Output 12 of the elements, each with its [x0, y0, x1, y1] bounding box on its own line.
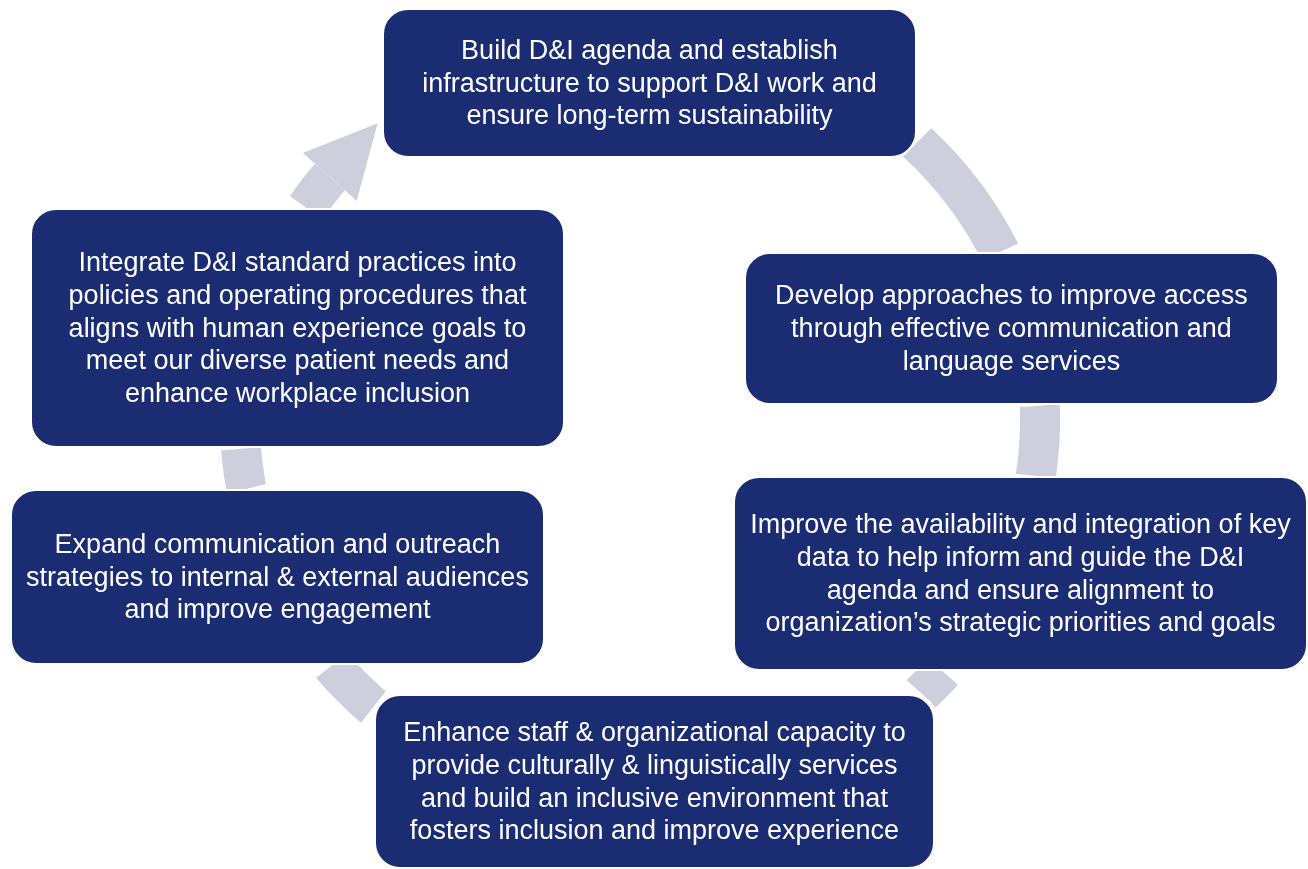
step-text: Develop approaches to improve access through effective communication and language services	[774, 279, 1249, 378]
step-text: Integrate D&I standard practices into policies and operating procedures that aligns with human experience goals to meet our diverse patient needs and enhance workplace inclusion	[67, 245, 528, 411]
step-text: Improve the availability and integration of key data to help inform and guide the D&I agenda and ensure alignment to organization’s strategic priorities and goals	[749, 507, 1292, 640]
process-box	[382, 8, 917, 158]
process-box	[10, 489, 545, 665]
process-box	[30, 208, 565, 448]
step-text: Enhance staff & organizational capacity to provide culturally & linguistically services and build an inclusive environment that fosters inclusion and improve experience	[402, 715, 907, 848]
process-box	[733, 476, 1308, 671]
step-text: Expand communication and outreach strategies to internal & external audiences and improve engagement	[26, 527, 529, 627]
step-text: Build D&I agenda and establish infrastructure to support D&I work and ensure long-term sustainability	[421, 33, 878, 133]
process-box	[374, 694, 935, 869]
process-box	[744, 252, 1279, 405]
